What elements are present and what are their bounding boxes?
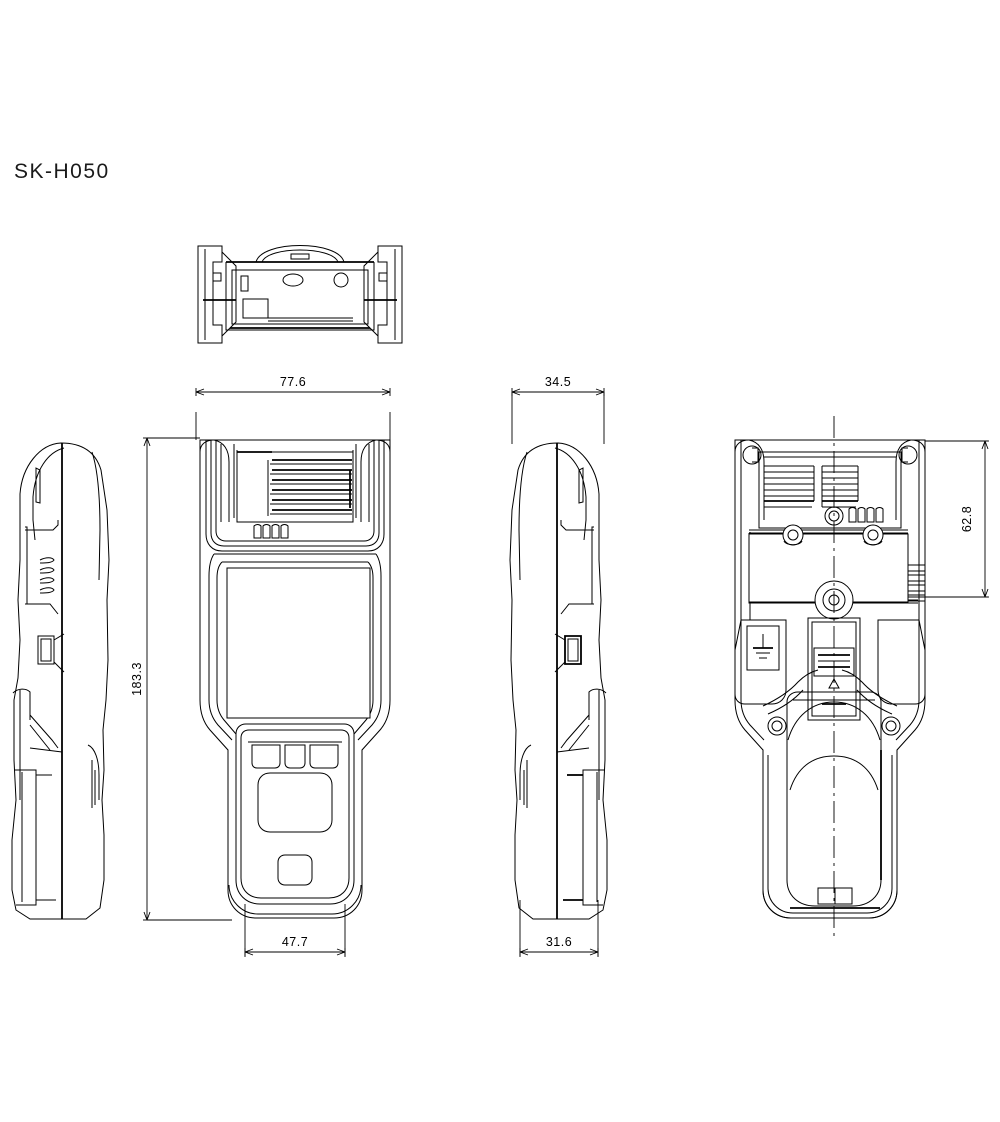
function-buttons — [248, 742, 342, 768]
dimension-label-31-6: 31.6 — [546, 935, 572, 949]
right-side-view — [510, 443, 607, 919]
dimension-77-6: 77.6 — [195, 375, 391, 440]
front-view — [200, 440, 390, 918]
display-screen — [227, 568, 370, 718]
dimension-34-5: 34.5 — [511, 375, 605, 444]
dimension-label-47-7: 47.7 — [282, 935, 308, 949]
top-view — [198, 246, 402, 344]
lower-button — [278, 855, 312, 885]
dimension-47-7: 47.7 — [244, 904, 346, 957]
dimension-label-183-3: 183.3 — [130, 662, 144, 696]
dimension-label-62-8: 62.8 — [960, 506, 974, 532]
rear-grille-right — [822, 466, 858, 507]
rear-side-vents — [908, 565, 925, 601]
rear-grille-left — [764, 466, 814, 507]
navigation-pad — [258, 773, 332, 832]
dimension-62-8: 62.8 — [908, 440, 989, 598]
rear-connector-tabs — [849, 508, 883, 523]
dimension-label-34-5: 34.5 — [545, 375, 571, 389]
connector-tabs — [254, 525, 288, 539]
dimension-label-77-6: 77.6 — [280, 375, 306, 389]
dimension-183-3: 183.3 — [130, 437, 232, 921]
grille-lines — [268, 459, 352, 516]
page-title: SK-H050 — [14, 160, 110, 183]
dimension-31-6: 31.6 — [519, 900, 599, 957]
left-side-view — [12, 443, 109, 919]
rear-view — [735, 416, 925, 940]
earth-ground-icon — [753, 634, 773, 658]
